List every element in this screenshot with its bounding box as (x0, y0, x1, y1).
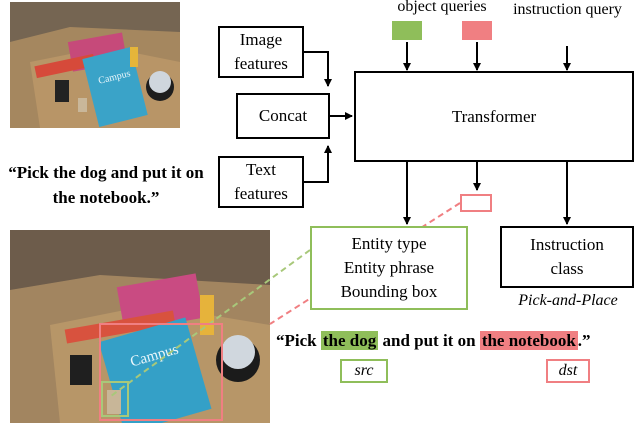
dst-query-output-box (460, 194, 492, 212)
src-tag: src (340, 359, 388, 383)
dst-phrase-highlight: the notebook (479, 331, 578, 350)
instruction-text-bottom: “Pick the dog and put it on the notebook… (276, 331, 591, 350)
entity-type-label: Entity type (351, 234, 427, 253)
dst-tag: dst (546, 359, 590, 383)
pick-and-place-label: Pick-and-Place (518, 292, 618, 309)
entity-output-block: Entity type Entity phrase Bounding box (310, 226, 468, 310)
entity-phrase-label: Entity phrase (343, 258, 435, 277)
bounding-box-label: Bounding box (340, 282, 438, 301)
instruction-class-block: Instruction class (500, 226, 634, 288)
src-phrase-highlight: the dog (320, 331, 379, 350)
instruction-text-top: “Pick the dog and put it on the notebook… (8, 163, 204, 207)
scene-photo-bottom: Campus (10, 230, 270, 423)
text-features-block: Text features (218, 156, 304, 208)
object-query-swatch-dst (462, 21, 492, 40)
concat-block: Concat (236, 93, 330, 139)
image-features-block: Image features (218, 26, 304, 78)
transformer-block: Transformer (354, 71, 634, 162)
object-query-swatch-src (392, 21, 422, 40)
object-queries-label: object queries (397, 0, 487, 15)
scene-photo-top: Campus (10, 2, 180, 128)
instruction-query-label: instruction query (513, 1, 622, 18)
